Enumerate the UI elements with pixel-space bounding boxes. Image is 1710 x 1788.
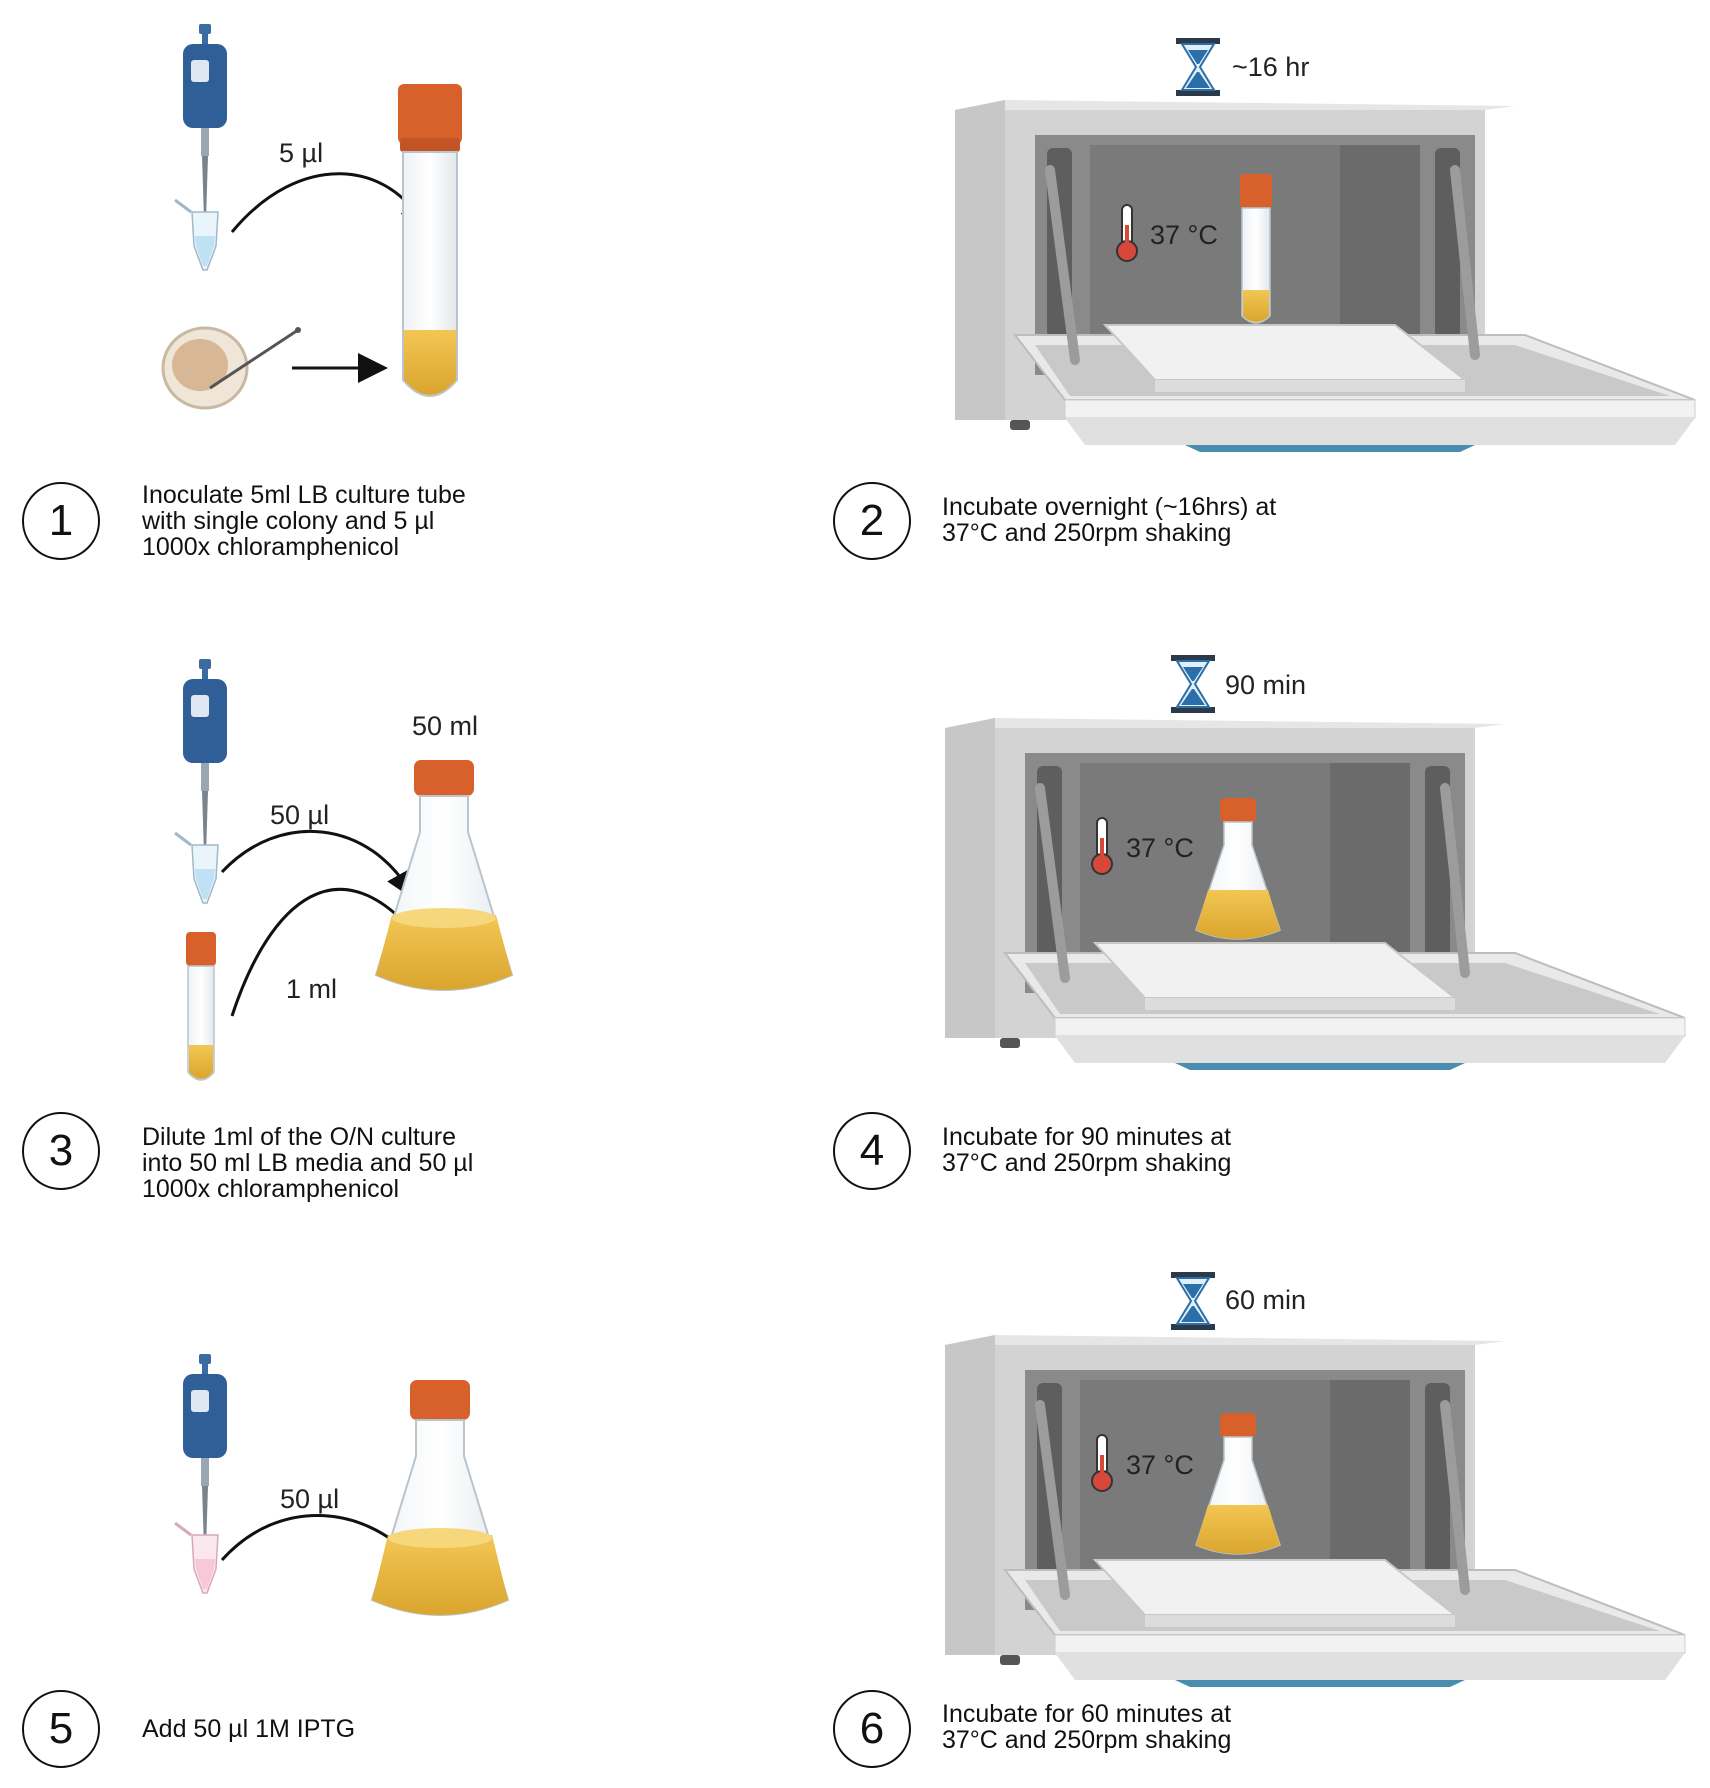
flask-icon (1195, 798, 1281, 940)
step1-illustration (161, 24, 462, 410)
flask-icon (374, 760, 514, 991)
flask-icon (370, 1380, 510, 1616)
microtube-icon (174, 1521, 219, 1594)
volume-label: 50 µl (270, 800, 330, 830)
step-description: Incubate overnight (~16hrs) at 37°C and … (942, 494, 1276, 546)
step-line: Dilute 1ml of the O/N culture (142, 1123, 457, 1151)
step-number: 6 (833, 1690, 911, 1768)
culture-tube-icon (398, 84, 462, 397)
petri-dish-icon (161, 326, 301, 410)
step-description: Inoculate 5ml LB culture tube with singl… (142, 482, 466, 560)
incubation-time-label: 60 min (1225, 1285, 1307, 1315)
step3-illustration (173, 659, 514, 1081)
step-line: 1000x chloramphenicol (142, 1175, 400, 1203)
hourglass-icon (1175, 37, 1221, 97)
step-line: Incubate for 90 minutes at (942, 1123, 1232, 1151)
pipette-icon (183, 659, 227, 855)
step-line: Inoculate 5ml LB culture tube (142, 481, 466, 509)
culture-tube-icon (186, 932, 216, 1081)
step-description: Dilute 1ml of the O/N culture into 50 ml… (142, 1124, 473, 1202)
flask-icon (1195, 1413, 1281, 1555)
step-description: Incubate for 90 minutes at 37°C and 250r… (942, 1124, 1231, 1176)
volume-label: 1 ml (286, 974, 338, 1004)
pipette-arrow (220, 830, 415, 901)
step-description: Incubate for 60 minutes at 37°C and 250r… (942, 1701, 1231, 1753)
incubator-icon (955, 100, 1695, 452)
step-description: Add 50 µl 1M IPTG (142, 1716, 355, 1742)
step-line: Add 50 µl 1M IPTG (142, 1715, 356, 1743)
pipette-icon (183, 1354, 227, 1550)
step-line: Incubate overnight (~16hrs) at (942, 493, 1277, 521)
incubator-step2 (955, 37, 1695, 452)
incubator-icon (945, 1335, 1685, 1687)
hourglass-icon (1170, 654, 1216, 714)
step-number: 3 (22, 1112, 100, 1190)
incubation-time-label: 90 min (1225, 670, 1307, 700)
pipette-icon (183, 24, 227, 220)
culture-arrow (230, 887, 424, 1017)
step-line: with single colony and 5 µl (142, 507, 435, 535)
incubator-icon (945, 718, 1685, 1070)
step5-illustration (174, 1354, 510, 1616)
temperature-label: 37 °C (1126, 1450, 1194, 1480)
step-number: 5 (22, 1690, 100, 1768)
step-number: 4 (833, 1112, 911, 1190)
microtube-icon (173, 198, 220, 272)
step-line: 37°C and 250rpm shaking (942, 1149, 1232, 1177)
step-number: 2 (833, 482, 911, 560)
flask-volume-label: 50 ml (412, 711, 479, 741)
temperature-label: 37 °C (1150, 220, 1218, 250)
incubator-step4 (945, 654, 1685, 1070)
step-line: Incubate for 60 minutes at (942, 1700, 1232, 1728)
microtube-icon (173, 831, 220, 905)
step-number: 1 (22, 482, 100, 560)
incubator-step6 (945, 1271, 1685, 1687)
step-line: 1000x chloramphenicol (142, 533, 400, 561)
temperature-label: 37 °C (1126, 833, 1194, 863)
step-line: 37°C and 250rpm shaking (942, 519, 1232, 547)
volume-label: 50 µl (280, 1484, 340, 1514)
step-line: 37°C and 250rpm shaking (942, 1726, 1232, 1754)
culture-tube-icon (1240, 174, 1272, 324)
transfer-arrow (230, 172, 428, 234)
volume-label: 5 µl (279, 138, 324, 168)
hourglass-icon (1170, 1271, 1216, 1331)
step-line: into 50 ml LB media and 50 µl (142, 1149, 474, 1177)
incubation-time-label: ~16 hr (1232, 52, 1310, 82)
